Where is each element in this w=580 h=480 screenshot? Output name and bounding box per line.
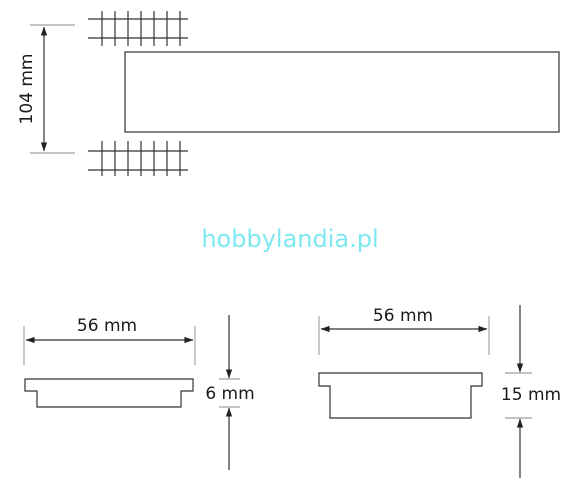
height-left-label: 6 mm — [205, 384, 254, 404]
height-right-label: 15 mm — [501, 385, 561, 405]
length-label: 104 mm — [17, 54, 37, 125]
profile-right-outline — [318, 372, 483, 419]
profile-left-outline — [24, 378, 194, 408]
width-left-label: 56 mm — [77, 316, 137, 336]
module-top-view — [124, 51, 560, 133]
track-lower — [88, 141, 188, 176]
profile-right: 56 mm 15 mm — [318, 305, 561, 478]
width-right-label: 56 mm — [373, 306, 433, 326]
track-upper — [88, 11, 188, 46]
watermark: hobbylandia.pl — [201, 225, 378, 253]
top-view: 104 mm — [17, 11, 560, 176]
profile-left: 56 mm 6 mm — [23, 315, 255, 470]
